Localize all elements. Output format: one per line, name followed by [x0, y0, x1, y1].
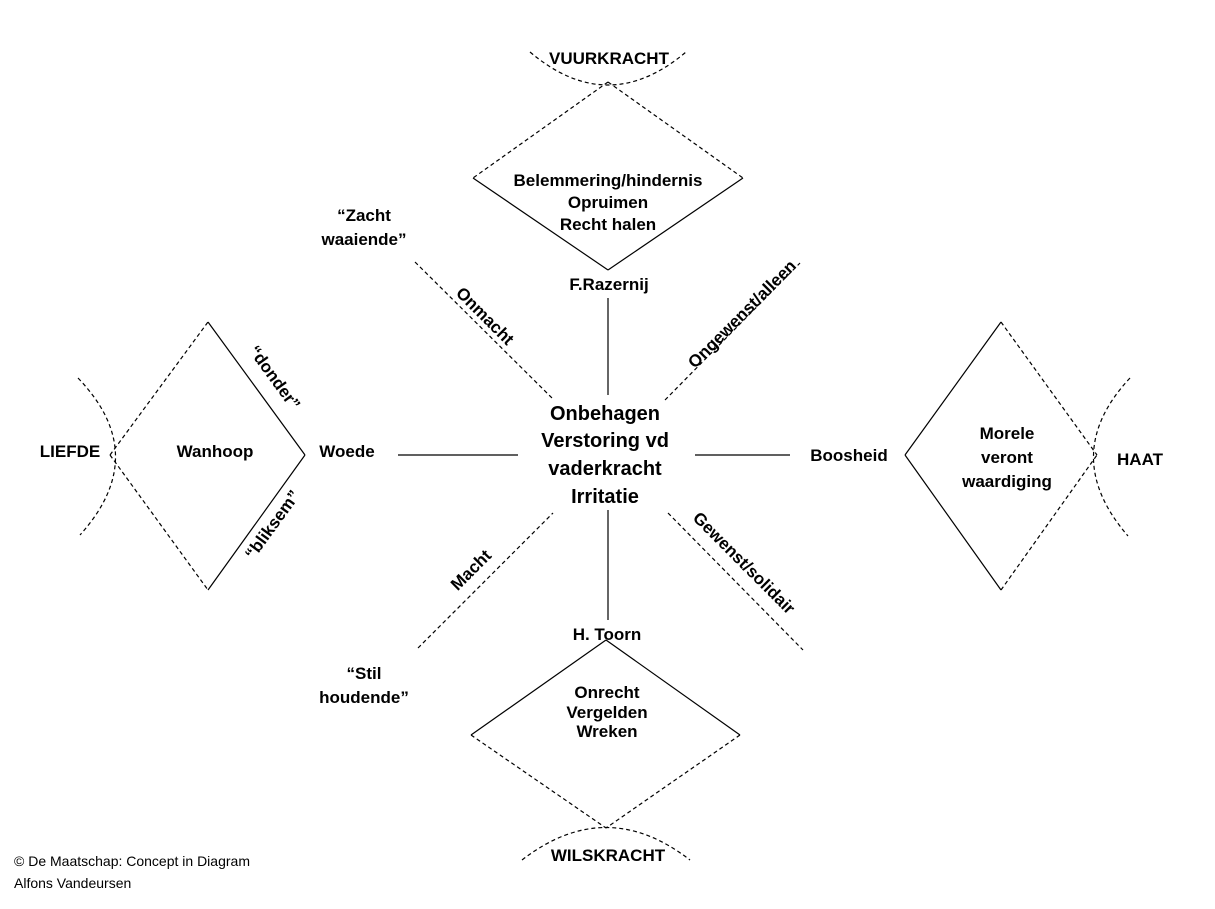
quote-lower-line-2: houdende” [319, 688, 409, 707]
left-upper-edge-label: “donder” [245, 342, 304, 414]
top-arc [529, 51, 687, 86]
bottom-line-3: Wreken [576, 722, 637, 741]
diagonal-upper-left [414, 261, 553, 399]
diagonal-lower-right [667, 512, 804, 651]
top-line-1: Belemmering/hindernis [514, 171, 703, 190]
bottom-node-label: H. Toorn [573, 625, 642, 644]
left-arc [77, 377, 117, 536]
left-node-label: Woede [319, 442, 374, 461]
right-node-label: Boosheid [810, 446, 887, 465]
top-diamond [472, 81, 744, 271]
left-corner-label: LIEFDE [40, 442, 100, 461]
top-line-2: Opruimen [568, 193, 648, 212]
diagonal-upper-left-label: Onmacht [452, 283, 518, 349]
diagonal-lower-right-label: Gewenst/solidair [689, 508, 799, 618]
center-label: Onbehagen Verstoring vd vaderkracht Irri… [541, 403, 669, 508]
footer-author: Alfons Vandeursen [14, 875, 131, 891]
diagonal-lower-left [417, 512, 554, 649]
left-diamond-label: Wanhoop [177, 442, 254, 461]
footer-copyright: © De Maatschap: Concept in Diagram [14, 853, 250, 869]
bottom-diamond [470, 639, 741, 829]
right-line-1: Morele [980, 424, 1035, 443]
quote-upper-line-1: “Zacht [337, 206, 391, 225]
center-line-4: Irritatie [571, 486, 639, 508]
top-node-label: F.Razernij [569, 275, 648, 294]
right-diamond [904, 321, 1098, 591]
diagonal-lower-left-label: Macht [447, 546, 495, 594]
right-arc [1092, 377, 1131, 537]
center-line-3: vaderkracht [548, 458, 662, 480]
right-line-2: veront [981, 448, 1033, 467]
left-lower-edge-label: “bliksem” [241, 487, 304, 563]
top-line-3: Recht halen [560, 215, 656, 234]
quote-lower-line-1: “Stil [347, 664, 382, 683]
bottom-line-2: Vergelden [566, 703, 647, 722]
right-corner-label: HAAT [1117, 450, 1164, 469]
diagonal-upper-right-label: Ongewenst/alleen [684, 256, 800, 372]
bottom-line-1: Onrecht [574, 683, 640, 702]
quote-upper-line-2: waaiende” [320, 230, 406, 249]
bottom-arc [521, 827, 691, 861]
right-line-3: waardiging [961, 472, 1052, 491]
bottom-corner-label: WILSKRACHT [551, 846, 666, 865]
center-line-1: Onbehagen [550, 403, 660, 425]
left-diamond [109, 321, 306, 591]
center-line-2: Verstoring vd [541, 430, 669, 452]
top-corner-label: VUURKRACHT [549, 49, 670, 68]
